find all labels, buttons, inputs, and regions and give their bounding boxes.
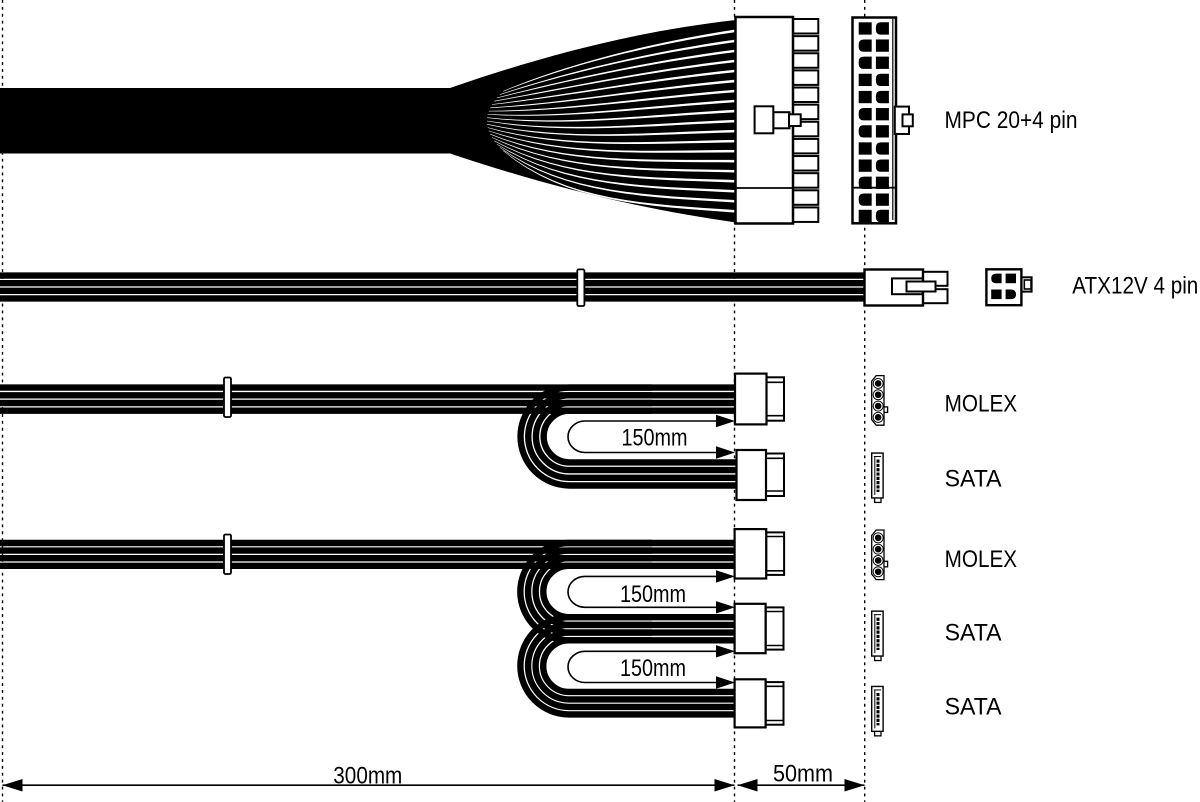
- svg-text:SATA: SATA: [945, 466, 1002, 493]
- svg-text:MPC 20+4 pin: MPC 20+4 pin: [945, 107, 1078, 134]
- svg-text:ATX12V 4 pin: ATX12V 4 pin: [1072, 273, 1198, 300]
- svg-text:MOLEX: MOLEX: [945, 546, 1018, 573]
- svg-text:150mm: 150mm: [620, 655, 686, 682]
- svg-text:300mm: 300mm: [333, 762, 402, 789]
- svg-text:MOLEX: MOLEX: [945, 391, 1018, 418]
- svg-text:150mm: 150mm: [622, 425, 688, 452]
- svg-text:SATA: SATA: [945, 694, 1002, 721]
- svg-text:SATA: SATA: [945, 619, 1002, 646]
- svg-text:50mm: 50mm: [773, 761, 833, 788]
- svg-text:150mm: 150mm: [620, 581, 686, 608]
